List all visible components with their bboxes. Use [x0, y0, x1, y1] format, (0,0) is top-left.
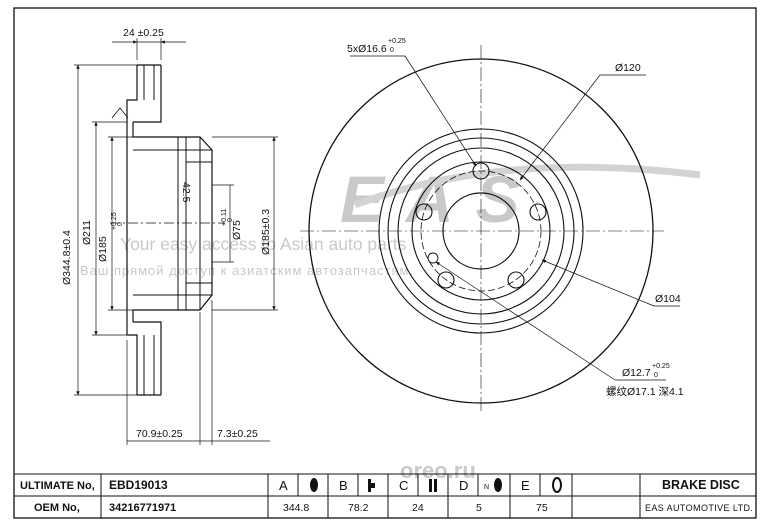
svg-text:N: N [484, 484, 489, 491]
center-bore-icon [552, 477, 562, 493]
col-letter-d: D [459, 478, 468, 493]
col-letter-c: C [399, 478, 408, 493]
dim-75-tol: +0.11 [221, 209, 228, 226]
col-value-e: 75 [536, 502, 548, 514]
side-view-dimensions [74, 38, 278, 445]
col-value-b: 78.2 [348, 502, 369, 514]
side-view-labels: 24 ±0.25 Ø344.8±0.4 Ø211 Ø185 +0.25 0 Ø7… [61, 27, 272, 440]
side-section-view [110, 64, 225, 396]
oem-value: 34216771971 [109, 502, 176, 514]
dim-bolt-holes-tol: +0.25 [388, 38, 406, 45]
disc-thickness-icon [429, 479, 437, 492]
company-name: EAS AUTOMOTIVE LTD. [645, 503, 753, 513]
watermark-site: oreo.ru [400, 458, 476, 483]
oem-label: OEM No, [34, 502, 80, 514]
dim-127: Ø12.7 [622, 367, 651, 379]
disc-dia-icon [310, 478, 318, 492]
dim-thickness: 24 ±0.25 [123, 27, 164, 39]
bolt-hole [437, 271, 455, 289]
col-letter-b: B [339, 478, 348, 493]
dim-211: Ø211 [81, 220, 93, 245]
bolt-hole [415, 203, 433, 221]
dim-185: Ø185 [97, 236, 109, 262]
bolt-hole [507, 271, 525, 289]
watermark-line-ru: Ваш прямой доступ к азиатским автозапчас… [80, 263, 414, 278]
product-name: BRAKE DISC [662, 478, 740, 492]
dim-bolt-holes: 5xØ16.6 [347, 43, 387, 55]
dim-height: 70.9±0.25 [136, 428, 183, 440]
col-letter-e: E [521, 478, 530, 493]
bolt-hole [529, 203, 547, 221]
locator-hole [427, 252, 439, 264]
dim-pcd: Ø120 [615, 62, 641, 74]
front-view-labels: 5xØ16.6 +0.25 0 Ø120 Ø104 Ø12.7 +0.25 0 … [347, 38, 684, 398]
dim-185-03: Ø185±0.3 [260, 209, 272, 255]
ultimate-value: EBD19013 [109, 478, 168, 492]
dim-hub-size: 42.5 [180, 182, 192, 203]
col-letter-a: A [279, 478, 288, 493]
dim-104: Ø104 [655, 293, 681, 305]
dim-127-tol2: 0 [654, 372, 658, 379]
dim-75-tol2: 0 [227, 218, 234, 222]
title-block: ULTIMATE No, EBD19013 OEM No, 3421677197… [14, 473, 756, 518]
disc-height-icon [368, 479, 375, 492]
frame-border [13, 7, 757, 519]
dim-bolt-holes-tol2: 0 [390, 47, 394, 54]
dim-127-tol: +0.25 [652, 363, 670, 370]
dim-hat: 7.3±0.25 [217, 428, 258, 440]
watermark: EAS Your easy access to Asian auto parts… [80, 162, 701, 483]
col-value-c: 24 [412, 502, 424, 514]
bolt-count-icon: N [484, 478, 502, 492]
dim-185-tol: +0.25 [111, 212, 118, 230]
dim-outer-dia: Ø344.8±0.4 [61, 230, 73, 285]
col-value-a: 344.8 [283, 502, 309, 514]
dim-75: Ø75 [231, 220, 243, 240]
dim-185-tol2: 0 [117, 222, 124, 226]
front-view-leaders [350, 55, 680, 381]
ultimate-label: ULTIMATE No, [20, 480, 95, 492]
watermark-line-en: Your easy access to Asian auto parts [120, 234, 407, 254]
col-value-d: 5 [476, 502, 482, 514]
dim-thread: 螺纹Ø17.1 深4.1 [606, 385, 684, 398]
front-view [300, 45, 664, 412]
